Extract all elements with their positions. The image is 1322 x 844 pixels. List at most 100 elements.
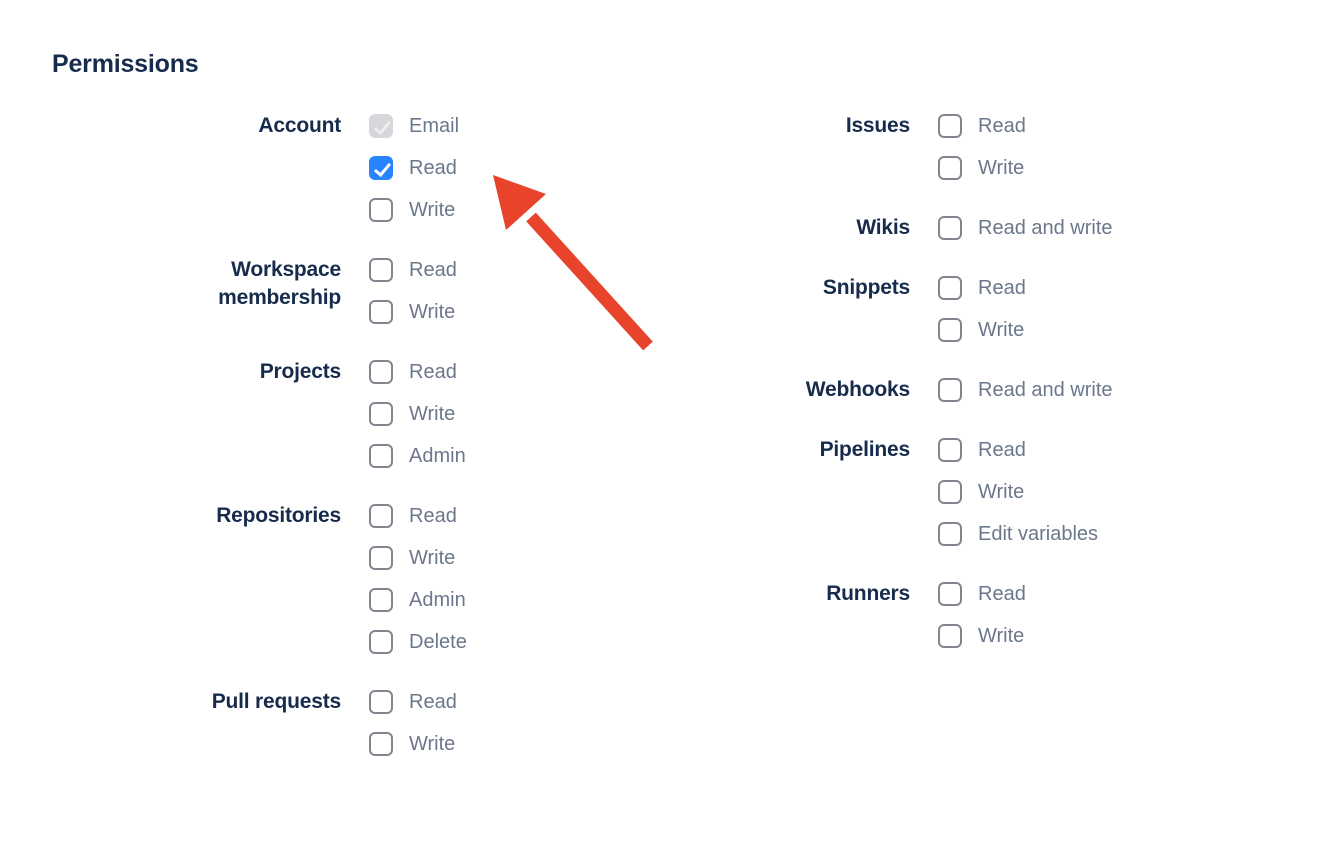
account-write-label: Write xyxy=(409,199,456,221)
group-label-webhooks: Webhooks xyxy=(805,378,910,401)
pull-requests-write-label: Write xyxy=(409,733,456,755)
webhooks-read-and-write-label: Read and write xyxy=(978,379,1113,401)
account-write-checkbox[interactable] xyxy=(369,198,393,222)
option-account-read[interactable]: Read xyxy=(369,154,459,182)
option-projects-write[interactable]: Write xyxy=(369,400,466,428)
group-runners: Runners Read Write xyxy=(740,580,1220,650)
issues-write-checkbox[interactable] xyxy=(938,156,962,180)
snippets-write-label: Write xyxy=(978,319,1025,341)
repositories-admin-checkbox[interactable] xyxy=(369,588,393,612)
runners-write-checkbox[interactable] xyxy=(938,624,962,648)
pipelines-read-checkbox[interactable] xyxy=(938,438,962,462)
wikis-read-and-write-checkbox[interactable] xyxy=(938,216,962,240)
projects-write-label: Write xyxy=(409,403,456,425)
group-workspace-membership: Workspace membership Read Write xyxy=(171,256,651,326)
snippets-read-checkbox[interactable] xyxy=(938,276,962,300)
repositories-delete-label: Delete xyxy=(409,631,467,653)
group-pull-requests: Pull requests Read Write xyxy=(171,688,651,758)
workspace-membership-read-checkbox[interactable] xyxy=(369,258,393,282)
wikis-read-and-write-label: Read and write xyxy=(978,217,1113,239)
pipelines-edit-variables-checkbox[interactable] xyxy=(938,522,962,546)
option-repositories-delete[interactable]: Delete xyxy=(369,628,467,656)
option-issues-read[interactable]: Read xyxy=(938,112,1026,140)
issues-write-label: Write xyxy=(978,157,1025,179)
group-projects: Projects Read Write Admin xyxy=(171,358,651,470)
group-wikis: Wikis Read and write xyxy=(740,214,1220,242)
account-read-label: Read xyxy=(409,157,457,179)
permissions-column-left: Account Email Read Write Workspace membe… xyxy=(171,112,651,758)
option-snippets-read[interactable]: Read xyxy=(938,274,1026,302)
runners-read-checkbox[interactable] xyxy=(938,582,962,606)
repositories-read-checkbox[interactable] xyxy=(369,504,393,528)
runners-write-label: Write xyxy=(978,625,1025,647)
snippets-read-label: Read xyxy=(978,277,1026,299)
group-label-workspace-membership: Workspace membership xyxy=(218,258,341,309)
issues-read-label: Read xyxy=(978,115,1026,137)
repositories-write-label: Write xyxy=(409,547,456,569)
workspace-membership-write-checkbox[interactable] xyxy=(369,300,393,324)
pipelines-read-label: Read xyxy=(978,439,1026,461)
option-snippets-write[interactable]: Write xyxy=(938,316,1026,344)
projects-admin-label: Admin xyxy=(409,445,466,467)
issues-read-checkbox[interactable] xyxy=(938,114,962,138)
workspace-membership-write-label: Write xyxy=(409,301,456,323)
group-pipelines: Pipelines Read Write Edit variables xyxy=(740,436,1220,548)
projects-write-checkbox[interactable] xyxy=(369,402,393,426)
option-account-email: Email xyxy=(369,112,459,140)
pull-requests-write-checkbox[interactable] xyxy=(369,732,393,756)
group-label-runners: Runners xyxy=(826,582,910,605)
option-workspace-membership-write[interactable]: Write xyxy=(369,298,457,326)
repositories-delete-checkbox[interactable] xyxy=(369,630,393,654)
webhooks-read-and-write-checkbox[interactable] xyxy=(938,378,962,402)
option-runners-read[interactable]: Read xyxy=(938,580,1026,608)
option-wikis-read-and-write[interactable]: Read and write xyxy=(938,214,1113,242)
option-repositories-admin[interactable]: Admin xyxy=(369,586,467,614)
workspace-membership-read-label: Read xyxy=(409,259,457,281)
projects-read-checkbox[interactable] xyxy=(369,360,393,384)
group-repositories: Repositories Read Write Admin Delete xyxy=(171,502,651,656)
permissions-column-right: Issues Read Write Wikis Read and write xyxy=(740,112,1220,650)
group-webhooks: Webhooks Read and write xyxy=(740,376,1220,404)
repositories-write-checkbox[interactable] xyxy=(369,546,393,570)
option-repositories-write[interactable]: Write xyxy=(369,544,467,572)
pipelines-write-label: Write xyxy=(978,481,1025,503)
group-snippets: Snippets Read Write xyxy=(740,274,1220,344)
option-pull-requests-write[interactable]: Write xyxy=(369,730,457,758)
group-label-pipelines: Pipelines xyxy=(819,438,911,461)
pull-requests-read-checkbox[interactable] xyxy=(369,690,393,714)
page-title: Permissions xyxy=(52,50,199,78)
option-pipelines-edit-variables[interactable]: Edit variables xyxy=(938,520,1098,548)
group-label-repositories: Repositories xyxy=(216,504,341,527)
projects-read-label: Read xyxy=(409,361,457,383)
group-label-projects: Projects xyxy=(259,360,341,383)
group-label-wikis: Wikis xyxy=(856,216,910,239)
account-email-checkbox xyxy=(369,114,393,138)
pull-requests-read-label: Read xyxy=(409,691,457,713)
option-pipelines-write[interactable]: Write xyxy=(938,478,1098,506)
option-projects-read[interactable]: Read xyxy=(369,358,466,386)
option-pipelines-read[interactable]: Read xyxy=(938,436,1098,464)
option-workspace-membership-read[interactable]: Read xyxy=(369,256,457,284)
projects-admin-checkbox[interactable] xyxy=(369,444,393,468)
group-issues: Issues Read Write xyxy=(740,112,1220,182)
option-repositories-read[interactable]: Read xyxy=(369,502,467,530)
group-label-snippets: Snippets xyxy=(822,276,910,299)
account-email-label: Email xyxy=(409,115,460,137)
pipelines-write-checkbox[interactable] xyxy=(938,480,962,504)
option-issues-write[interactable]: Write xyxy=(938,154,1026,182)
option-webhooks-read-and-write[interactable]: Read and write xyxy=(938,376,1113,404)
option-projects-admin[interactable]: Admin xyxy=(369,442,466,470)
snippets-write-checkbox[interactable] xyxy=(938,318,962,342)
option-pull-requests-read[interactable]: Read xyxy=(369,688,457,716)
group-account: Account Email Read Write xyxy=(171,112,651,224)
pipelines-edit-variables-label: Edit variables xyxy=(978,523,1099,545)
group-label-account: Account xyxy=(258,114,341,137)
account-read-checkbox[interactable] xyxy=(369,156,393,180)
group-label-issues: Issues xyxy=(845,114,910,137)
group-label-pull-requests: Pull requests xyxy=(211,690,341,713)
repositories-read-label: Read xyxy=(409,505,457,527)
runners-read-label: Read xyxy=(978,583,1026,605)
option-account-write[interactable]: Write xyxy=(369,196,459,224)
option-runners-write[interactable]: Write xyxy=(938,622,1026,650)
